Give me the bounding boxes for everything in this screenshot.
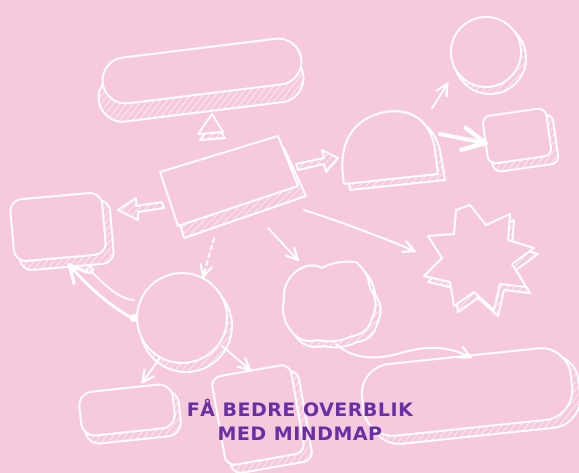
plaque-shape (282, 260, 382, 349)
bottom-middle-box (211, 364, 313, 473)
arrow-to-bottom-middle-box (221, 345, 248, 368)
arrow-to-star (303, 209, 412, 250)
top-pill-shape (97, 37, 305, 123)
bottom-left-pill (78, 383, 182, 445)
middle-circle (136, 272, 233, 373)
arrow-to-plaque (267, 227, 296, 258)
central-box (159, 135, 307, 239)
curved-connector (89, 269, 135, 301)
arrow-to-dome (295, 149, 339, 173)
curved-arrow-to-bottom-pill (335, 343, 468, 357)
arrow-to-left-box (117, 197, 165, 221)
left-box (9, 192, 115, 271)
dome-shape (341, 110, 446, 191)
connector-dot-2 (130, 314, 138, 322)
caption: FÅ BEDRE OVERBLIK MED MINDMAP (170, 398, 430, 446)
triangle-shape (197, 113, 226, 141)
star-shape (423, 204, 539, 317)
arrow-to-top-circle (431, 86, 446, 109)
top-right-circle (450, 16, 527, 95)
arrow-to-right-box (438, 134, 480, 142)
dashed-arrow-to-circle (204, 237, 215, 274)
bottom-right-pill (360, 347, 579, 445)
right-box (482, 107, 560, 173)
arrow-to-bottom-left-pill (144, 357, 161, 380)
curved-arrow-to-left-box (72, 268, 134, 320)
connector-dot (86, 266, 94, 274)
caption-line-1: FÅ BEDRE OVERBLIK (186, 399, 414, 421)
caption-line-2: MED MINDMAP (217, 423, 383, 445)
